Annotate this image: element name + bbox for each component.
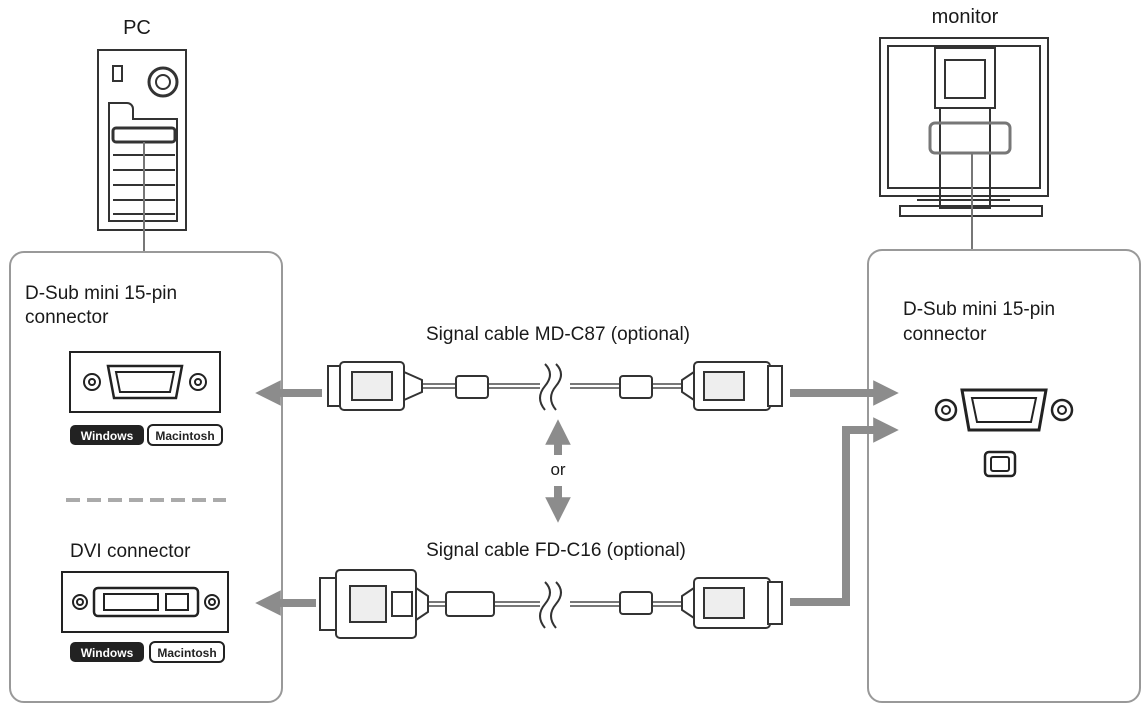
windows-badge [70, 642, 144, 662]
pc-dsub-label: D-Sub mini 15-pin [25, 283, 177, 304]
macintosh-badge-text: Macintosh [157, 646, 216, 660]
monitor-icon [879, 37, 1049, 217]
monitor-dsub-label: D-Sub mini 15-pin [903, 299, 1055, 320]
windows-badge-text: Windows [81, 646, 134, 660]
pc-dvi-badges: Windows Macintosh [70, 641, 225, 663]
or-label: or [550, 460, 565, 479]
macintosh-badge [147, 424, 223, 446]
monitor-dsub-port-icon [934, 388, 1074, 478]
arrow-to-monitor-bottom [790, 417, 899, 606]
macintosh-badge-text: Macintosh [155, 429, 214, 443]
monitor-dsub-label-line2: connector [903, 324, 987, 345]
pc-connector-panel [9, 251, 283, 703]
windows-badge-text: Windows [81, 429, 134, 443]
windows-badge [70, 425, 144, 445]
arrows [255, 380, 899, 616]
cable-top-label: Signal cable MD-C87 (optional) [426, 324, 690, 345]
pc-dsub-port-icon [69, 351, 221, 413]
cable-fd-c16 [319, 569, 783, 639]
pc-dsub-badges: Windows Macintosh [70, 424, 223, 446]
pc-dsub-label-line2: connector [25, 307, 109, 328]
monitor-connector-panel [867, 249, 1141, 703]
pc-dvi-label: DVI connector [70, 541, 191, 562]
cable-md-c87 [327, 361, 783, 411]
cable-bottom-label: Signal cable FD-C16 (optional) [426, 540, 686, 561]
macintosh-badge [149, 641, 225, 663]
pc-tower-icon [97, 49, 187, 231]
pc-dvi-port-icon [61, 571, 229, 633]
pc-label: PC [123, 17, 151, 39]
monitor-label: monitor [932, 6, 999, 28]
